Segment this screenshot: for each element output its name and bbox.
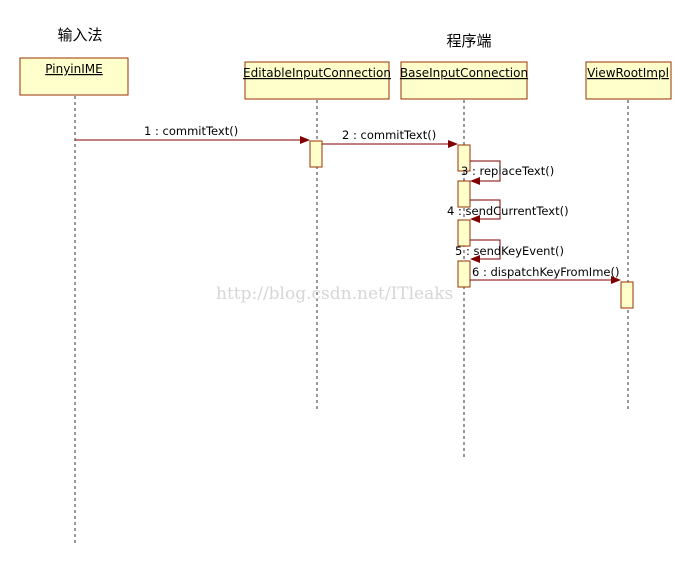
message-label-2: 2 : commitText() — [342, 128, 436, 142]
activation-base-3 — [457, 219, 471, 247]
message-arrow-3 — [470, 160, 501, 185]
message-arrow-4 — [470, 199, 501, 223]
watermark-text: http://blog.csdn.net/ITleaks — [216, 284, 453, 304]
activation-viewroot — [620, 281, 634, 309]
lifeline-name-pinyin: PinyinIME — [45, 62, 102, 76]
group-label-ime: 输入法 — [57, 26, 102, 44]
lifeline-name-editable: EditableInputConnection — [243, 66, 391, 80]
activation-base-1 — [457, 144, 471, 172]
activation-editable — [309, 140, 323, 168]
group-label-app: 程序端 — [446, 32, 491, 50]
lifeline-box-editable — [244, 61, 390, 100]
lifeline-box-viewroot — [585, 61, 672, 100]
message-label-6: 6 : dispatchKeyFromIme() — [472, 265, 619, 279]
activation-base-4 — [457, 260, 471, 288]
message-label-4: 4 : sendCurrentText() — [447, 204, 569, 218]
message-label-3: 3 : replaceText() — [461, 164, 554, 178]
message-arrow-5 — [470, 239, 501, 263]
message-label-5: 5 : sendKeyEvent() — [455, 244, 564, 258]
lifeline-box-base — [400, 61, 528, 100]
lifeline-name-viewroot: ViewRootImpl — [587, 66, 669, 80]
lifeline-name-base: BaseInputConnection — [400, 66, 528, 80]
message-label-1: 1 : commitText() — [144, 124, 238, 138]
lifeline-box-pinyin — [19, 57, 129, 96]
activation-base-2 — [457, 180, 471, 208]
